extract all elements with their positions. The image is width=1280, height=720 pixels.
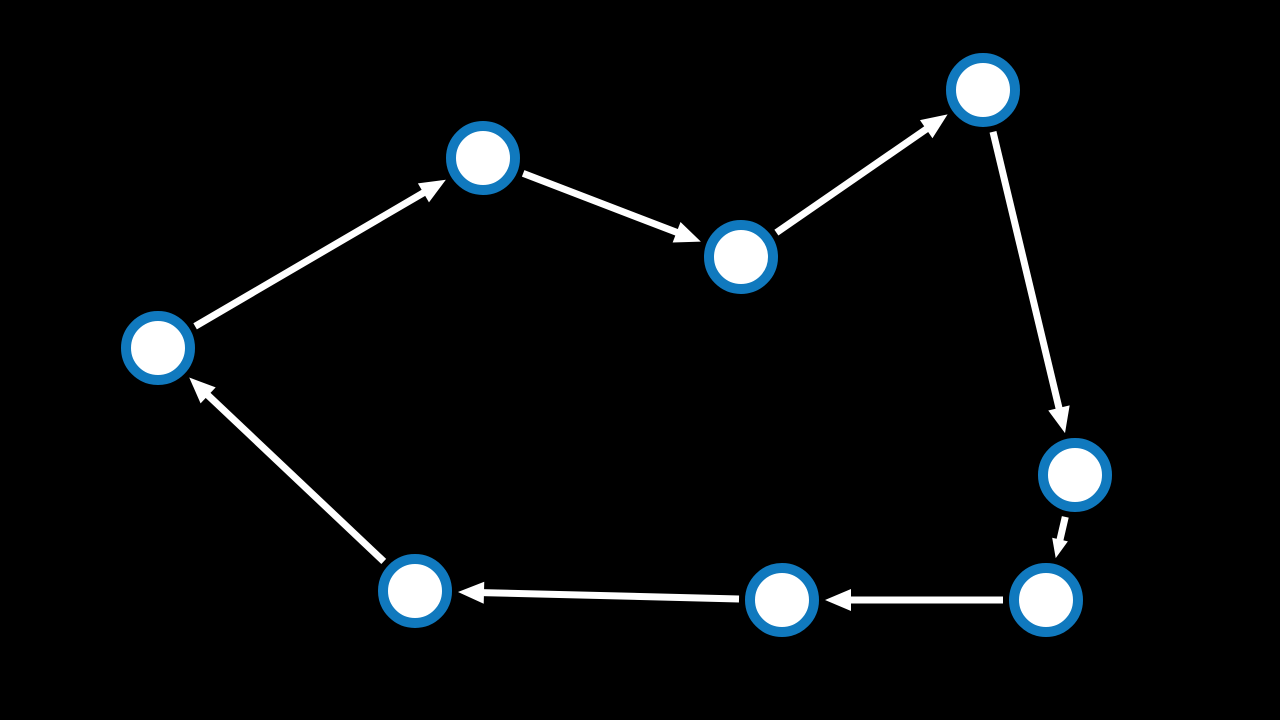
- edge-arrowhead-icon: [189, 377, 216, 404]
- edge-arrowhead-icon: [825, 589, 851, 611]
- node-circle[interactable]: [121, 311, 195, 385]
- edge-line[interactable]: [521, 170, 680, 237]
- graph-node[interactable]: [446, 121, 520, 195]
- graph-edge[interactable]: [521, 170, 701, 243]
- graph-node[interactable]: [1009, 563, 1083, 637]
- edge-arrowhead-icon: [672, 222, 701, 243]
- edge-layer: [189, 114, 1070, 611]
- node-circle[interactable]: [378, 554, 452, 628]
- graph-edge[interactable]: [825, 589, 1003, 611]
- edge-line[interactable]: [193, 188, 427, 330]
- edge-arrowhead-icon: [1052, 537, 1068, 559]
- node-layer: [121, 53, 1112, 637]
- edge-line[interactable]: [481, 589, 740, 603]
- graph-node[interactable]: [946, 53, 1020, 127]
- graph-edge[interactable]: [1052, 516, 1069, 559]
- edge-arrowhead-icon: [919, 114, 948, 139]
- graph-node[interactable]: [1038, 438, 1112, 512]
- edge-arrowhead-icon: [1048, 405, 1070, 434]
- graph-edge[interactable]: [189, 377, 387, 565]
- edge-arrowhead-icon: [417, 179, 446, 203]
- edge-line[interactable]: [1056, 516, 1069, 543]
- node-circle[interactable]: [446, 121, 520, 195]
- edge-arrowhead-icon: [457, 581, 485, 604]
- graph-node[interactable]: [745, 563, 819, 637]
- graph-edge[interactable]: [193, 179, 446, 330]
- node-circle[interactable]: [1009, 563, 1083, 637]
- node-circle[interactable]: [1038, 438, 1112, 512]
- graph-node[interactable]: [121, 311, 195, 385]
- graph-edge[interactable]: [774, 114, 948, 236]
- edge-line[interactable]: [989, 131, 1063, 411]
- graph-edge[interactable]: [457, 581, 740, 604]
- node-circle[interactable]: [745, 563, 819, 637]
- graph-edge[interactable]: [989, 131, 1070, 434]
- graph-node[interactable]: [378, 554, 452, 628]
- edge-line[interactable]: [774, 125, 930, 236]
- node-circle[interactable]: [946, 53, 1020, 127]
- edge-line[interactable]: [204, 391, 387, 565]
- graph-node[interactable]: [704, 220, 778, 294]
- node-circle[interactable]: [704, 220, 778, 294]
